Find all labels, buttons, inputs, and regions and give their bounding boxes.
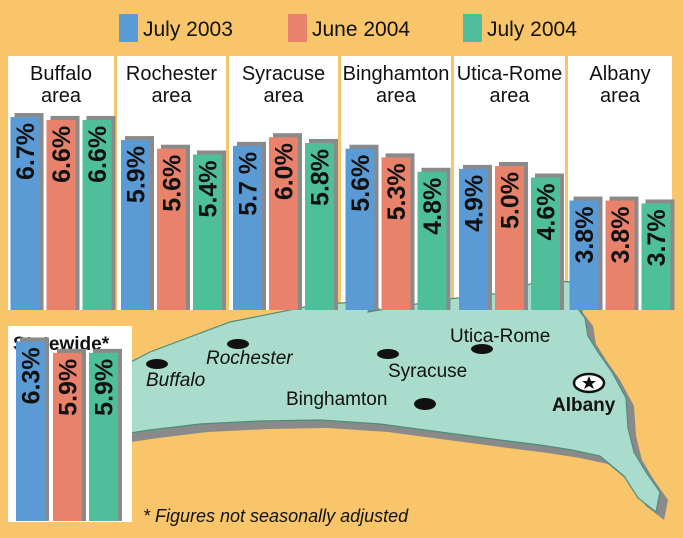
bar-utica-rome-july-2003 [459,168,488,310]
map-cities: Buffalo Rochester Syracuse Utica-Rome Bi… [146,326,616,416]
bar-label-rochester-july-2003: 5.9% [123,146,151,203]
statewide-bar-june-2004 [53,352,82,521]
legend-label-july-2004: July 2004 [487,18,577,41]
area-suffix-albany: area [600,85,641,107]
bar-label-albany-june-2004: 3.8% [607,207,635,264]
buffalo-marker [146,359,168,369]
statewide-bar-label-july-2003: 6.3% [18,347,46,404]
bar-label-syracuse-july-2004: 5.8% [307,149,335,206]
bar-utica-rome-july-2004 [531,177,560,310]
city-label-buffalo: Buffalo [146,370,205,391]
bar-label-buffalo-july-2004: 6.6% [84,126,112,183]
statewide-bar-label-july-2004: 5.9% [91,359,119,416]
legend-label-july-2003: July 2003 [143,18,233,41]
bar-syracuse-july-2004 [305,142,334,310]
legend-swatch-july-2003 [119,14,138,42]
bar-rochester-july-2004 [193,154,222,310]
statewide-bar-july-2004 [89,352,118,521]
bar-albany-june-2004 [605,200,635,310]
bar-label-rochester-july-2004: 5.4% [195,160,223,217]
bars: 6.7% 6.6% 6.6% 5.9% 5.6% 5.4% 5.7 % 6.0% 5.8% 5.6… [10,113,675,310]
bar-label-albany-july-2003: 3.8% [571,207,599,264]
city-label-syracuse: Syracuse [388,361,467,382]
bar-label-utica-rome-july-2004: 4.6% [533,184,561,241]
footnote: * Figures not seasonally adjusted [143,506,409,526]
legend-swatch-june-2004 [288,14,307,42]
bar-syracuse-july-2003 [233,145,262,310]
utica-rome-marker [471,344,493,354]
bar-albany-july-2004 [641,203,671,310]
bar-label-utica-rome-june-2004: 5.0% [497,172,525,229]
area-suffix-utica-rome: area [489,85,530,107]
bar-label-binghamton-june-2004: 5.3% [383,163,411,220]
legend-label-june-2004: June 2004 [312,18,410,41]
area-suffix-rochester: area [151,85,192,107]
legend: July 2003 June 2004 July 2004 [119,14,577,42]
syracuse-marker [377,349,399,359]
area-name-albany: Albany [589,63,650,85]
bar-binghamton-july-2004 [417,171,447,310]
binghamton-marker [414,398,436,410]
area-name-syracuse: Syracuse [242,63,325,85]
statewide-bar-label-june-2004: 5.9% [55,359,83,416]
city-label-albany: Albany [552,395,616,416]
bar-albany-july-2003 [569,200,599,310]
rochester-marker [227,339,249,349]
bar-buffalo-july-2004 [82,119,112,310]
bar-buffalo-july-2003 [10,117,40,310]
bar-label-syracuse-june-2004: 6.0% [271,143,299,200]
area-suffix-syracuse: area [263,85,304,107]
area-suffix-binghamton: area [376,85,417,107]
bar-utica-rome-june-2004 [495,166,524,310]
bar-label-binghamton-july-2004: 4.8% [419,178,447,235]
bar-label-syracuse-july-2003: 5.7 % [235,152,263,216]
area-suffix-buffalo: area [41,85,82,107]
city-label-rochester: Rochester [206,348,293,369]
area-name-buffalo: Buffalo [30,63,92,85]
bar-rochester-july-2003 [121,140,150,310]
albany-capital-icon [572,372,606,394]
city-label-binghamton: Binghamton [286,389,387,410]
bar-syracuse-june-2004 [269,137,298,310]
bar-label-binghamton-july-2003: 5.6% [347,155,375,212]
bar-binghamton-june-2004 [381,157,411,310]
bar-binghamton-july-2003 [345,148,375,310]
bar-label-buffalo-july-2003: 6.7% [12,123,40,180]
bar-label-buffalo-june-2004: 6.6% [48,126,76,183]
bar-label-utica-rome-july-2003: 4.9% [461,175,489,232]
legend-swatch-july-2004 [463,14,482,42]
area-name-utica-rome: Utica-Rome [457,63,563,85]
bar-label-rochester-june-2004: 5.6% [159,155,187,212]
statewide-bar-july-2003 [16,341,45,521]
city-label-utica-rome: Utica-Rome [450,326,550,347]
bar-label-albany-july-2004: 3.7% [643,209,671,266]
statewide-panel: Statewide*6.3%5.9%5.9% [8,326,132,522]
area-name-binghamton: Binghamton [343,63,450,85]
bar-buffalo-june-2004 [46,119,76,310]
area-name-rochester: Rochester [126,63,217,85]
bar-rochester-june-2004 [157,148,186,310]
